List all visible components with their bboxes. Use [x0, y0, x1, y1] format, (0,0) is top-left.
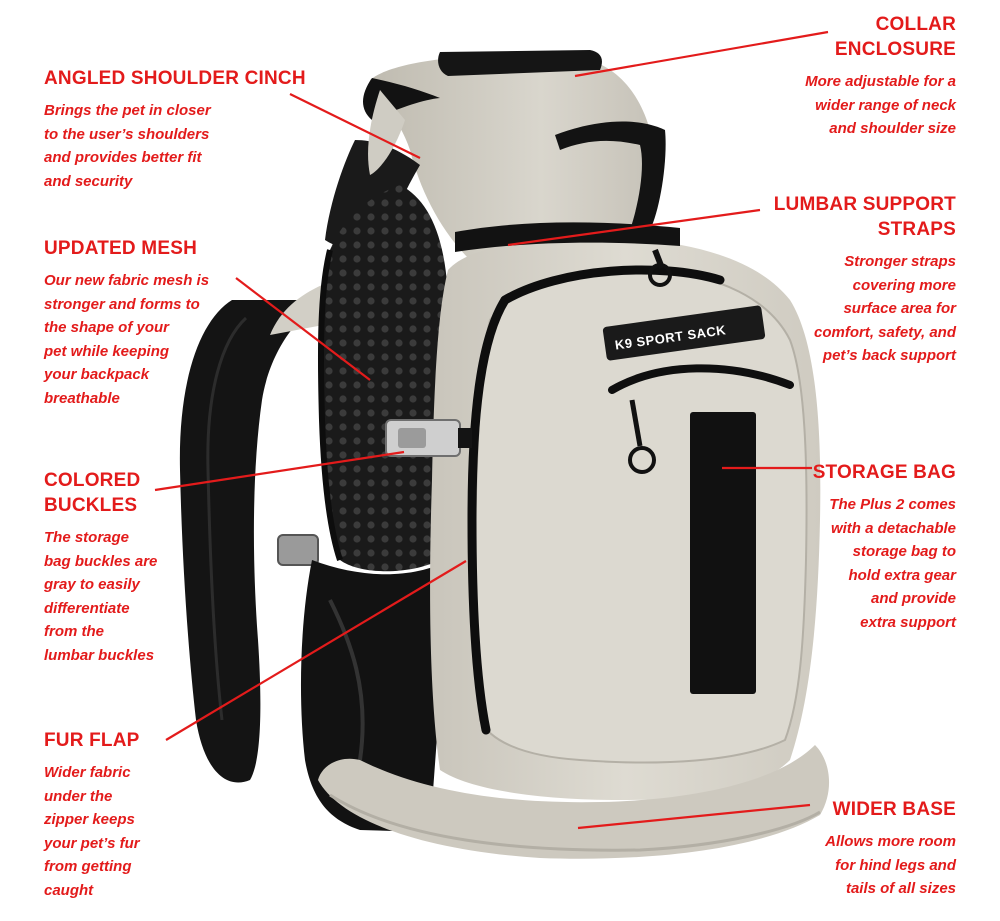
annotation-fur: FUR FLAP Wider fabric under the zipper k…: [44, 728, 244, 902]
mesh-pocket: [320, 185, 450, 572]
lumbar-desc: Stronger straps covering more surface ar…: [814, 253, 956, 364]
shoulder-strap-edge: [206, 316, 248, 721]
fur-desc: Wider fabric under the zipper keeps your…: [44, 764, 140, 899]
small-pocket-zipper: [608, 364, 794, 394]
collar-desc: More adjustable for a wider range of nec…: [805, 73, 956, 137]
storage-title: STORAGE BAG: [812, 462, 956, 483]
annotation-buckles: COLORED BUCKLES The storage bag buckles …: [44, 468, 244, 667]
annotation-storage: STORAGE BAG The Plus 2 comes with a deta…: [736, 460, 956, 634]
pocket-zipper: [467, 295, 510, 735]
pointer-lumbar: [507, 208, 761, 247]
storage-desc: The Plus 2 comes with a detachable stora…: [829, 496, 956, 631]
collar-hood: [370, 55, 656, 261]
annotation-lumbar: LUMBAR SUPPORT STRAPS Stronger straps co…: [696, 192, 956, 368]
annotation-cinch: ANGLED SHOULDER CINCH Brings the pet in …: [44, 66, 344, 193]
pointer-cinch: [289, 93, 421, 159]
side-strap-buckle: [277, 534, 319, 566]
annotation-mesh: UPDATED MESH Our new fabric mesh is stro…: [44, 236, 304, 410]
pointer-mesh: [235, 277, 371, 381]
base-title: WIDER BASE: [832, 799, 956, 820]
mesh-title: UPDATED MESH: [44, 238, 197, 259]
buckles-title: COLORED BUCKLES: [44, 470, 141, 516]
annotation-base: WIDER BASE Allows more room for hind leg…: [716, 797, 956, 901]
annotation-collar: COLLAR ENCLOSURE More adjustable for a w…: [656, 12, 956, 141]
cinch-desc: Brings the pet in closer to the user’s s…: [44, 102, 211, 190]
buckles-desc: The storage bag buckles are gray to easi…: [44, 529, 158, 664]
fur-title: FUR FLAP: [44, 730, 140, 751]
pointer-fur: [165, 560, 467, 741]
storage-strip: [690, 412, 756, 694]
base-desc: Allows more room for hind legs and tails…: [825, 833, 956, 897]
pointer-lines: [154, 30, 829, 830]
cinch-title: ANGLED SHOULDER CINCH: [44, 68, 306, 89]
pointer-collar: [574, 30, 829, 78]
pointer-buckles: [154, 450, 405, 492]
pointer-base: [577, 803, 811, 830]
wider-base: [318, 745, 830, 859]
mesh-desc: Our new fabric mesh is stronger and form…: [44, 272, 210, 407]
lumbar-title: LUMBAR SUPPORT STRAPS: [773, 194, 956, 240]
collar-title: COLLAR ENCLOSURE: [834, 14, 956, 60]
colored-buckle: [385, 419, 472, 457]
